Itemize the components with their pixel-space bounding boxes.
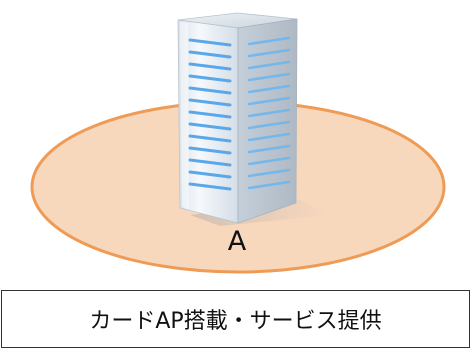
caption-text: カードAP搭載・サービス提供	[89, 309, 382, 334]
node-label: A	[227, 226, 247, 257]
side-vent-stripes	[247, 36, 291, 190]
caption-box: カードAP搭載・サービス提供	[1, 290, 470, 348]
front-vent-stripes	[188, 38, 232, 191]
server-tower-icon	[177, 12, 330, 226]
